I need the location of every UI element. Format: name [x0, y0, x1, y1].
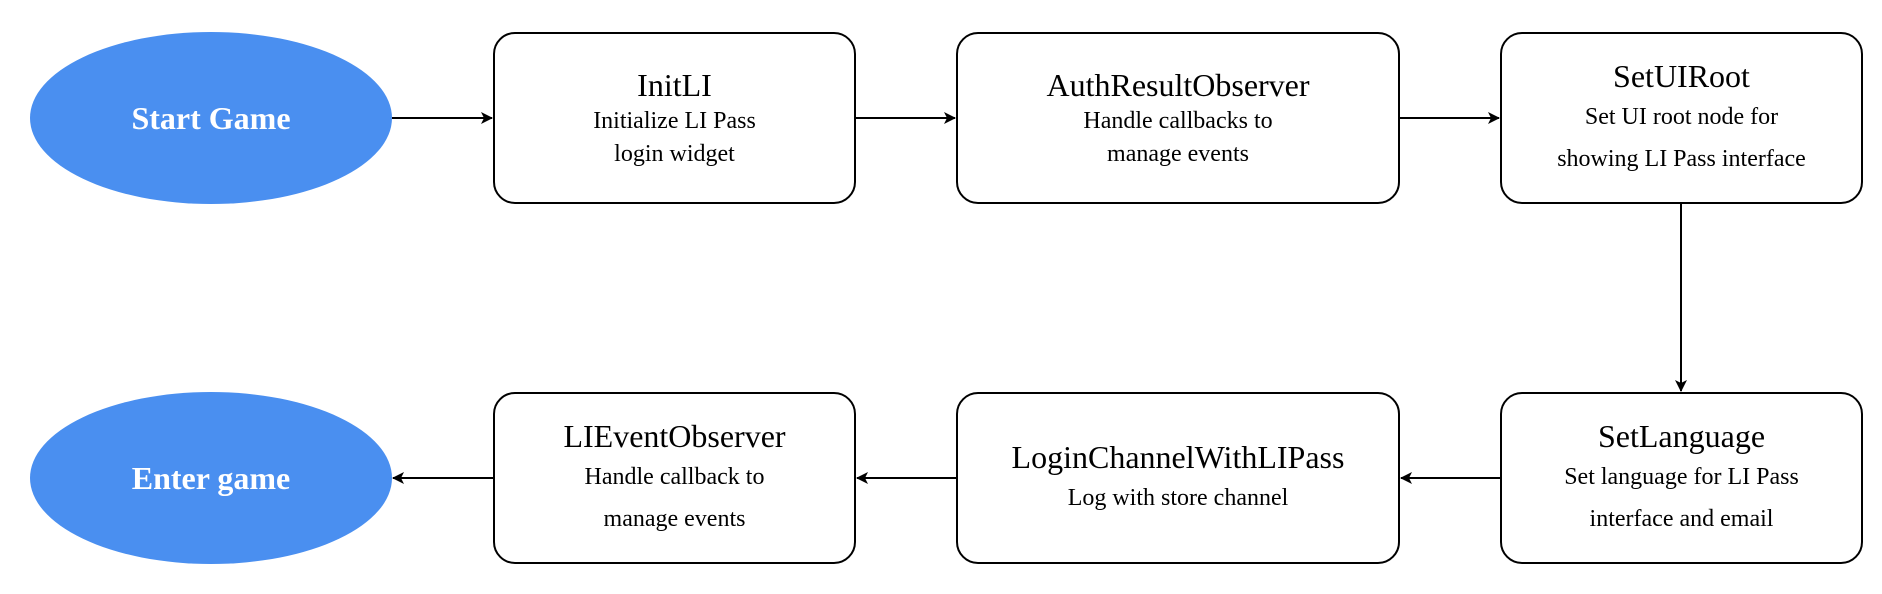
step-initli-title: InitLI	[637, 67, 712, 103]
step-setuiroot-desc-line-1: Set UI root node for	[1584, 104, 1779, 130]
step-setlanguage-desc-line-2: interface and email	[1589, 506, 1774, 532]
enter-game-label: Enter game	[131, 459, 291, 496]
start-game-terminal: Start Game	[30, 32, 392, 204]
step-authresultobserver-title: AuthResultObserver	[1046, 67, 1310, 103]
step-lieventobserver-desc-line-2: manage events	[603, 506, 746, 532]
step-initli: InitLI Initialize LI Pass login widget	[493, 32, 856, 204]
step-lieventobserver-desc-line-1: Handle callback to	[584, 464, 765, 490]
start-game-label: Start Game	[131, 99, 291, 136]
step-loginchannelwithlipass-title: LoginChannelWithLIPass	[1011, 439, 1345, 475]
step-setuiroot: SetUIRoot Set UI root node for showing L…	[1500, 32, 1863, 204]
step-lieventobserver-title: LIEventObserver	[563, 418, 786, 454]
step-authresultobserver: AuthResultObserver Handle callbacks to m…	[956, 32, 1400, 204]
enter-game-terminal: Enter game	[30, 392, 392, 564]
step-setlanguage-desc-line-1: Set language for LI Pass	[1564, 464, 1799, 490]
step-setuiroot-desc-line-2: showing LI Pass interface	[1557, 146, 1806, 172]
step-loginchannelwithlipass-desc-line-1: Log with store channel	[1067, 485, 1289, 511]
step-authresultobserver-desc-line-2: manage events	[1107, 141, 1249, 167]
step-initli-desc-line-1: Initialize LI Pass	[593, 108, 756, 134]
step-setlanguage-title: SetLanguage	[1597, 418, 1766, 454]
step-lieventobserver: LIEventObserver Handle callback to manag…	[493, 392, 856, 564]
step-loginchannelwithlipass: LoginChannelWithLIPass Log with store ch…	[956, 392, 1400, 564]
step-authresultobserver-desc-line-1: Handle callbacks to	[1083, 108, 1273, 134]
step-setuiroot-title: SetUIRoot	[1613, 58, 1750, 94]
step-initli-desc-line-2: login widget	[614, 141, 735, 167]
step-setlanguage: SetLanguage Set language for LI Pass int…	[1500, 392, 1863, 564]
